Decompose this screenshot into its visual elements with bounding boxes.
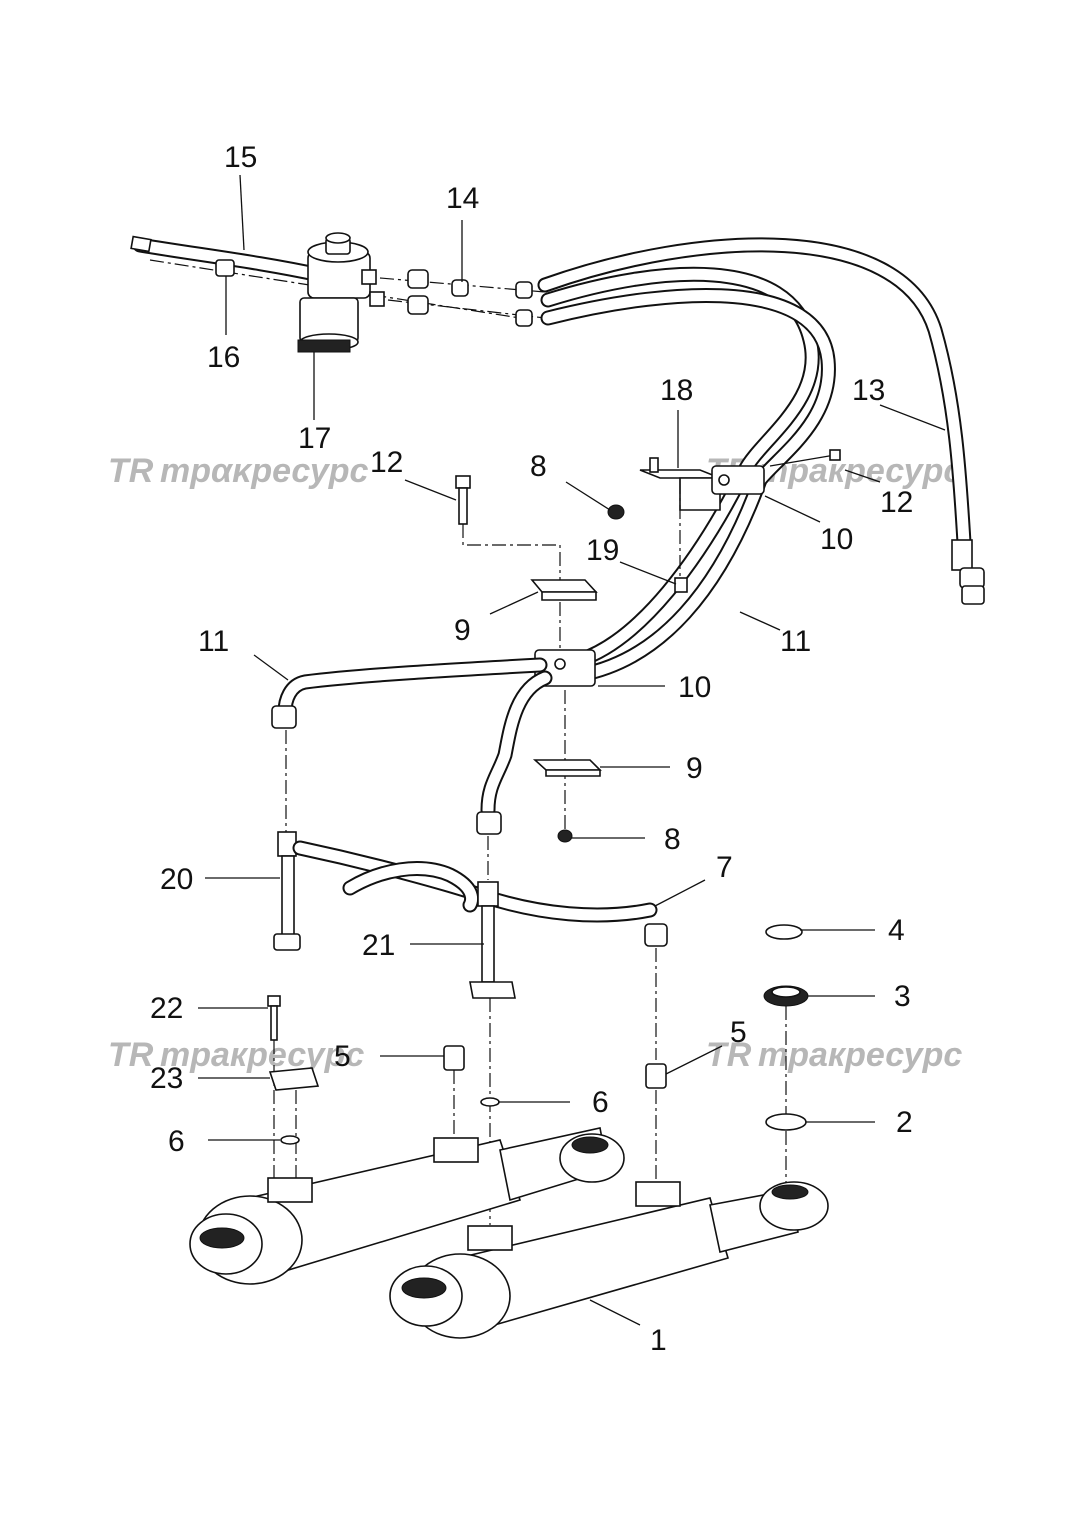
callout-5-right: 5 (730, 1016, 747, 1049)
watermark-logo-icon: TR (706, 1036, 752, 1074)
callout-20: 20 (160, 863, 193, 896)
hose-11-right-b (540, 287, 836, 683)
watermark-text: трακресурс (160, 452, 369, 490)
watermark-bottom-right: TR тракресурс (706, 1036, 962, 1074)
washer-6-middle (480, 1097, 500, 1107)
watermark-bottom-left: TR тракресурс (108, 1036, 364, 1074)
callout-8-top: 8 (530, 450, 547, 483)
watermark-top-left: TR трακресурс (108, 452, 369, 490)
callout-8-lower: 8 (664, 823, 681, 856)
callout-13: 13 (852, 374, 885, 407)
bolt-19 (674, 577, 688, 593)
callout-12-left: 12 (370, 446, 403, 479)
steering-unit-17 (297, 232, 385, 353)
cylinder-1-back (189, 1127, 625, 1285)
callout-7: 7 (716, 851, 733, 884)
leader-lines (198, 174, 946, 1326)
callout-2: 2 (896, 1106, 913, 1139)
callout-5-left: 5 (334, 1040, 351, 1073)
hose-11-middle (476, 670, 553, 835)
callout-9-lower: 9 (686, 752, 703, 785)
callout-14: 14 (446, 182, 479, 215)
watermark-text: тракресурс (758, 1036, 962, 1074)
callout-21: 21 (362, 929, 395, 962)
bolt-12-left (455, 475, 471, 525)
callout-3: 3 (894, 980, 911, 1013)
callout-23: 23 (150, 1062, 183, 1095)
callout-10-upper: 10 (820, 523, 853, 556)
clamp-plate-9-upper (530, 579, 598, 601)
fitting-16 (215, 259, 235, 277)
callout-6-middle: 6 (592, 1086, 609, 1119)
callout-11-left: 11 (198, 625, 229, 658)
hose-13 (537, 237, 985, 605)
o-ring-4 (765, 924, 803, 940)
callout-4: 4 (888, 914, 905, 947)
watermark-logo-icon: TR (108, 1036, 154, 1074)
callout-19: 19 (586, 534, 619, 567)
axis-line-12 (462, 524, 561, 655)
cylinder-1-front (389, 1181, 829, 1339)
seal-3 (763, 985, 809, 1007)
callout-9-upper: 9 (454, 614, 471, 647)
adapter-5-left (443, 1045, 465, 1071)
hose-15 (130, 235, 328, 283)
bolt-22 (267, 995, 281, 1041)
callout-1: 1 (650, 1324, 667, 1357)
callout-22: 22 (150, 992, 183, 1025)
nut-8-lower (557, 829, 573, 843)
callout-18: 18 (660, 374, 693, 407)
callout-6-left: 6 (168, 1125, 185, 1158)
watermark-text: тракресурс (160, 1036, 364, 1074)
watermark-logo-icon: TR (108, 452, 154, 490)
adapter-5-right (645, 1063, 667, 1089)
callout-11-right: 11 (780, 625, 811, 658)
callout-12-right: 12 (880, 486, 913, 519)
o-ring-2 (765, 1113, 807, 1131)
bracket-18 (639, 457, 721, 511)
bolt-12-right (769, 449, 841, 467)
clamp-plate-9-lower (532, 759, 602, 777)
callout-labels: 15 14 16 17 18 13 12 8 12 10 19 9 11 11 … (150, 141, 913, 1357)
callout-17: 17 (298, 422, 331, 455)
callout-10-lower: 10 (678, 671, 711, 704)
callout-15: 15 (224, 141, 257, 174)
watermark-text: тракресурс (758, 452, 962, 490)
flange-23 (268, 1067, 320, 1091)
hose-11-left (271, 657, 548, 729)
fittings-14 (407, 269, 533, 327)
hose-11-right (540, 266, 820, 668)
washer-6-left (280, 1135, 300, 1145)
nut-8-top (607, 504, 625, 520)
callout-16: 16 (207, 341, 240, 374)
pipe-21 (469, 881, 516, 999)
clamp-10-upper (711, 465, 765, 495)
